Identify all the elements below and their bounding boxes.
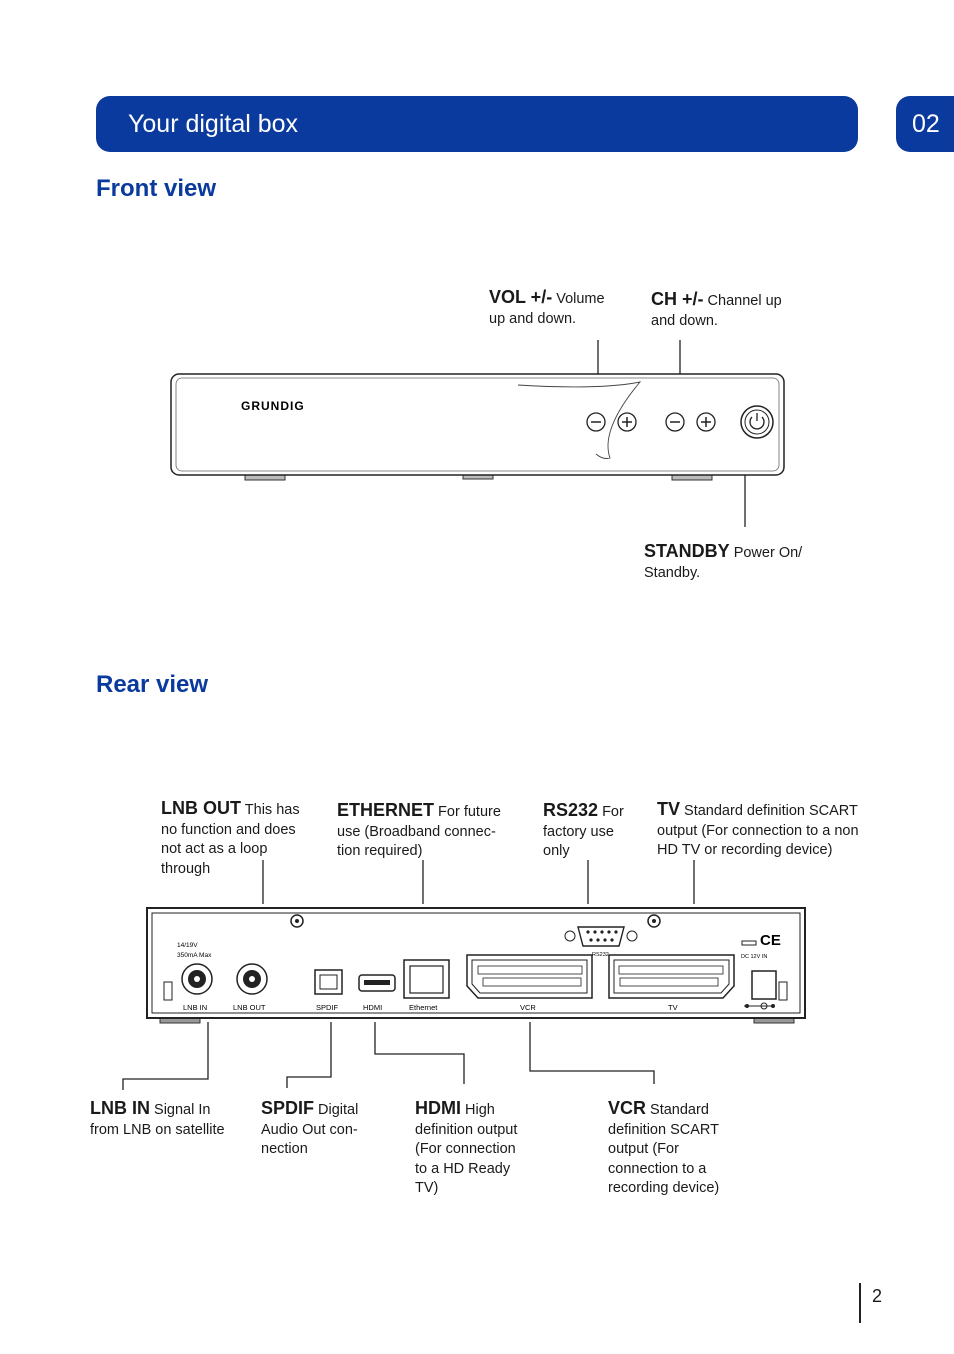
vcr-label: VCR Standard definition SCART output (Fo… [608, 1098, 720, 1196]
ce-mark: CE [760, 932, 781, 949]
ethernet-port-icon [403, 959, 450, 999]
lnb-out-connector-icon [236, 963, 268, 995]
page-title: Your digital box [128, 110, 299, 138]
hdmi-label: HDMI High definition output (For connect… [415, 1098, 518, 1196]
power-rating-text: 14/19V [177, 942, 198, 949]
hdmi-port-icon [358, 974, 396, 992]
lnb-in-label: LNB IN Signal In from LNB on satellite [90, 1098, 225, 1138]
vol-minus-icon [586, 412, 606, 432]
rear-view-heading: Rear view [96, 671, 209, 698]
ch-minus-icon [665, 412, 685, 432]
lnb-in-port-text: LNB IN [183, 1003, 207, 1012]
rs232-panel-text: RS232 [592, 952, 609, 958]
rs232-label: RS232 For factory use only [543, 800, 624, 859]
chapter-number: 02 [912, 110, 940, 138]
spdif-label: SPDIF Digital Audio Out con- nection [261, 1098, 359, 1157]
lnb-in-connector-icon [181, 963, 213, 995]
rs232-port-icon [564, 926, 638, 947]
page-number-divider [859, 1283, 861, 1323]
vol-label: VOL +/- Volume up and down. [489, 287, 605, 327]
front-view-heading: Front view [96, 175, 217, 202]
lnb-out-port-text: LNB OUT [233, 1003, 266, 1012]
vol-plus-icon [617, 412, 637, 432]
ch-label: CH +/- Channel up and down. [651, 289, 782, 329]
power-icon [740, 405, 774, 439]
vcr-port-text: VCR [520, 1003, 536, 1012]
rear-panel-illustration: 14/19V 350mA Max RS232 CE DC 12V IN LNB … [122, 860, 806, 1090]
dc-power-port-icon [744, 970, 777, 1010]
spdif-port-icon [314, 969, 343, 995]
chapter-tab [896, 96, 954, 152]
ethernet-label: ETHERNET For future use (Broadband conne… [337, 800, 501, 859]
power-max-text: 350mA Max [177, 952, 212, 959]
tv-label: TV Standard definition SCART output (For… [657, 799, 859, 858]
dc-in-text: DC 12V IN [741, 954, 767, 960]
tv-port-text: TV [668, 1003, 678, 1012]
header-banner [96, 96, 858, 152]
spdif-port-text: SPDIF [316, 1003, 339, 1012]
lnb-out-label: LNB OUT This has no function and does no… [161, 798, 300, 877]
vcr-scart-icon [466, 954, 593, 999]
standby-label: STANDBY Power On/ Standby. [644, 541, 803, 581]
hdmi-port-text: HDMI [363, 1003, 382, 1012]
tv-scart-icon [608, 954, 735, 999]
ethernet-port-text: Ethernet [409, 1003, 438, 1012]
ch-plus-icon [696, 412, 716, 432]
front-panel-illustration: GRUNDIG [170, 340, 785, 527]
grundig-logo: GRUNDIG [241, 399, 305, 413]
page-number: 2 [872, 1286, 883, 1306]
